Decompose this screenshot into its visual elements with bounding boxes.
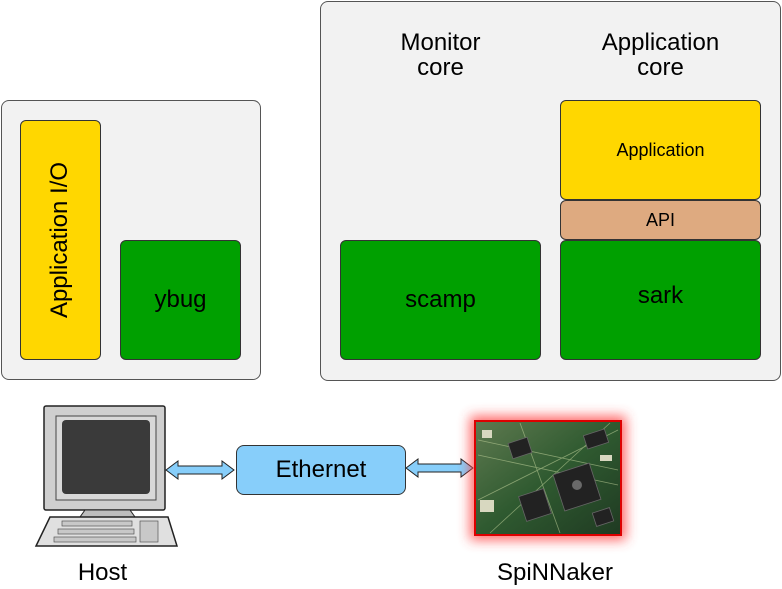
application-io-box: Application I/O	[20, 120, 101, 360]
ybug-label: ybug	[154, 286, 207, 313]
monitor-core-heading: Monitor core	[400, 29, 481, 82]
api-label: API	[645, 209, 675, 230]
scamp-box: scamp	[340, 240, 541, 360]
spinnaker-label: SpiNNaker	[496, 559, 614, 586]
sark-label: sark	[637, 282, 684, 309]
ethernet-label: Ethernet	[275, 456, 367, 483]
api-box: API	[560, 200, 761, 240]
host-label: Host	[77, 559, 128, 586]
ybug-box: ybug	[120, 240, 241, 360]
left-arrow-icon	[165, 460, 235, 480]
sark-box: sark	[560, 240, 761, 360]
application-label: Application	[616, 139, 705, 160]
ethernet-box: Ethernet	[236, 445, 406, 495]
application-box: Application	[560, 100, 761, 200]
application-core-heading: Application core	[601, 29, 720, 82]
scamp-label: scamp	[405, 286, 476, 313]
